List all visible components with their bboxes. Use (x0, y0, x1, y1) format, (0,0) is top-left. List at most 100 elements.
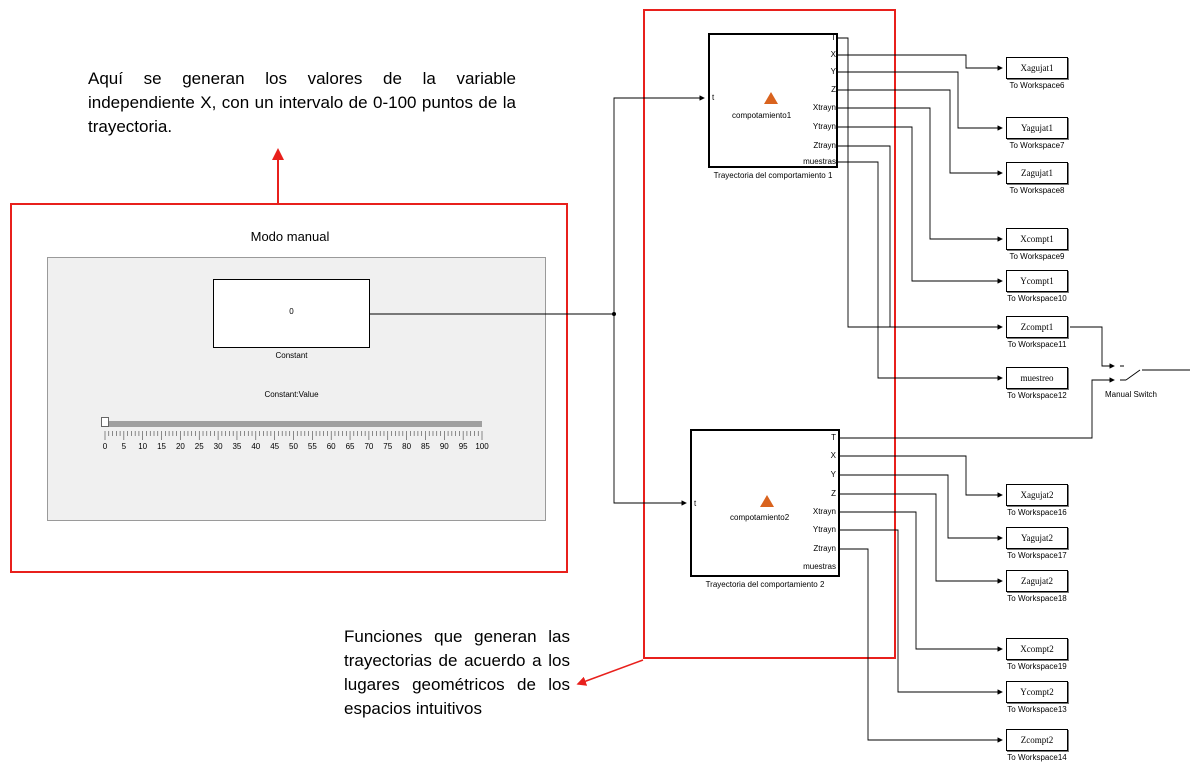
signal-line (840, 529, 1003, 695)
block2-name: compotamiento2 (730, 513, 790, 522)
slider-tick-label: 100 (475, 442, 489, 451)
behavior-block-1[interactable]: compotamiento1 t (708, 33, 838, 168)
to-workspace-caption: To Workspace11 (1007, 340, 1067, 349)
annotation-arrow-bottom (576, 659, 644, 686)
slider-tick-label: 15 (157, 442, 166, 451)
slider-tick-label: 90 (439, 442, 449, 451)
to-workspace-caption: To Workspace10 (1007, 294, 1067, 303)
block1-output-port: T (831, 33, 836, 42)
input-line-2 (613, 314, 687, 506)
block1-output-port: Y (830, 67, 836, 76)
to-workspace-caption: To Workspace7 (1009, 141, 1065, 150)
slider-tick-label: 5 (121, 442, 127, 451)
slider-tick-label: 60 (326, 442, 336, 451)
slider-tick-label: 35 (232, 442, 242, 451)
to-workspace-caption: To Workspace8 (1009, 186, 1065, 195)
signal-line (840, 548, 1003, 743)
signal-line (838, 126, 1003, 284)
to-workspace-block[interactable]: Yagujat1 (1006, 117, 1068, 139)
slider-tick-label: 25 (194, 442, 204, 451)
signal-line (838, 54, 1003, 71)
to-workspace-caption: To Workspace16 (1007, 508, 1067, 517)
to-workspace-block[interactable]: Zcompt2 (1006, 729, 1068, 751)
block2-input-label: t (694, 499, 697, 508)
to-workspace-caption: To Workspace6 (1009, 81, 1065, 90)
signal-line (840, 474, 1003, 541)
input-line-1 (613, 95, 705, 314)
block2-output-port: Ytrayn (812, 525, 836, 534)
slider-tick-label: 40 (251, 442, 261, 451)
constant-block[interactable]: 0 (213, 279, 370, 348)
slider-tick-label: 30 (213, 442, 223, 451)
signal-line (838, 37, 890, 328)
to-workspace-caption: To Workspace14 (1007, 753, 1067, 762)
manual-switch (1120, 365, 1190, 381)
to-workspace-block[interactable]: Xagujat1 (1006, 57, 1068, 79)
to-workspace-block[interactable]: Zagujat1 (1006, 162, 1068, 184)
switch-input-1 (1070, 326, 1115, 369)
to-workspace-block[interactable]: muestreo (1006, 367, 1068, 389)
block1-output-port: X (830, 50, 836, 59)
slider-tick-label: 70 (364, 442, 374, 451)
to-workspace-block[interactable]: Zagujat2 (1006, 570, 1068, 592)
block1-input-label: t (712, 93, 715, 102)
signal-line (838, 107, 1003, 242)
to-workspace-block[interactable]: Ycompt2 (1006, 681, 1068, 703)
block1-output-port: Ztrayn (813, 141, 836, 150)
to-workspace-caption: To Workspace12 (1007, 391, 1067, 400)
block1-output-port: muestras (803, 157, 836, 166)
block1-name: compotamiento1 (732, 111, 792, 120)
slider-tick-label: 85 (420, 442, 430, 451)
functions-highlight (643, 9, 896, 659)
block2-label: Trayectoria del comportamiento 2 (705, 580, 825, 589)
constant-label: Constant (275, 351, 308, 360)
matlab-icon (760, 495, 774, 507)
to-workspace-block[interactable]: Yagujat2 (1006, 527, 1068, 549)
signal-line (840, 455, 1003, 498)
constant-value: 0 (289, 307, 294, 316)
to-workspace-caption: To Workspace18 (1007, 594, 1067, 603)
to-workspace-caption: To Workspace19 (1007, 662, 1067, 671)
slider-tick-label: 20 (175, 442, 185, 451)
to-workspace-caption: To Workspace17 (1007, 551, 1067, 560)
to-workspace-block[interactable]: Ycompt1 (1006, 270, 1068, 292)
signal-line (838, 71, 1003, 131)
signal-line (838, 89, 1003, 176)
switch-label: Manual Switch (1104, 390, 1158, 399)
slider-tick-label: 0 (102, 442, 108, 451)
slider-tick-label: 45 (270, 442, 280, 451)
to-workspace-block[interactable]: Xcompt2 (1006, 638, 1068, 660)
block1-output-port: Z (831, 85, 836, 94)
to-workspace-block[interactable]: Xcompt1 (1006, 228, 1068, 250)
slider-tick-label: 50 (289, 442, 298, 451)
to-workspace-block[interactable]: Zcompt1 (1006, 316, 1068, 338)
to-workspace-block[interactable]: Xagujat2 (1006, 484, 1068, 506)
slider-track[interactable] (105, 421, 482, 427)
block2-output-port: X (830, 451, 836, 460)
annotation-bottom: Funciones que generan las trayectorias d… (344, 627, 570, 718)
manual-mode-highlight (10, 203, 568, 573)
to-workspace-caption: To Workspace13 (1007, 705, 1067, 714)
to-workspace-caption: To Workspace9 (1009, 252, 1065, 261)
slider-tick-label: 95 (458, 442, 468, 451)
block2-output-port: Z (831, 489, 836, 498)
block2-output-port: muestras (803, 562, 836, 571)
slider-tick-label: 55 (307, 442, 317, 451)
signal-line (840, 493, 1003, 584)
behavior-block-2[interactable]: compotamiento2 t (690, 429, 840, 577)
signal-line (840, 511, 1003, 652)
block2-output-port: T (831, 433, 836, 442)
block1-label: Trayectoria del comportamiento 1 (713, 171, 833, 180)
block2-output-port: Xtrayn (812, 507, 836, 516)
signal-line (838, 145, 1003, 330)
slider-thumb[interactable] (101, 417, 109, 427)
panel-title: Modo manual (250, 229, 330, 244)
slider-tick-label: 75 (383, 442, 393, 451)
slider-tick-label: 10 (138, 442, 148, 451)
slider-label: Constant:Value (264, 390, 319, 399)
block2-output-port: Y (830, 470, 836, 479)
slider-tick-label: 65 (345, 442, 355, 451)
switch-input-2 (838, 377, 1115, 439)
